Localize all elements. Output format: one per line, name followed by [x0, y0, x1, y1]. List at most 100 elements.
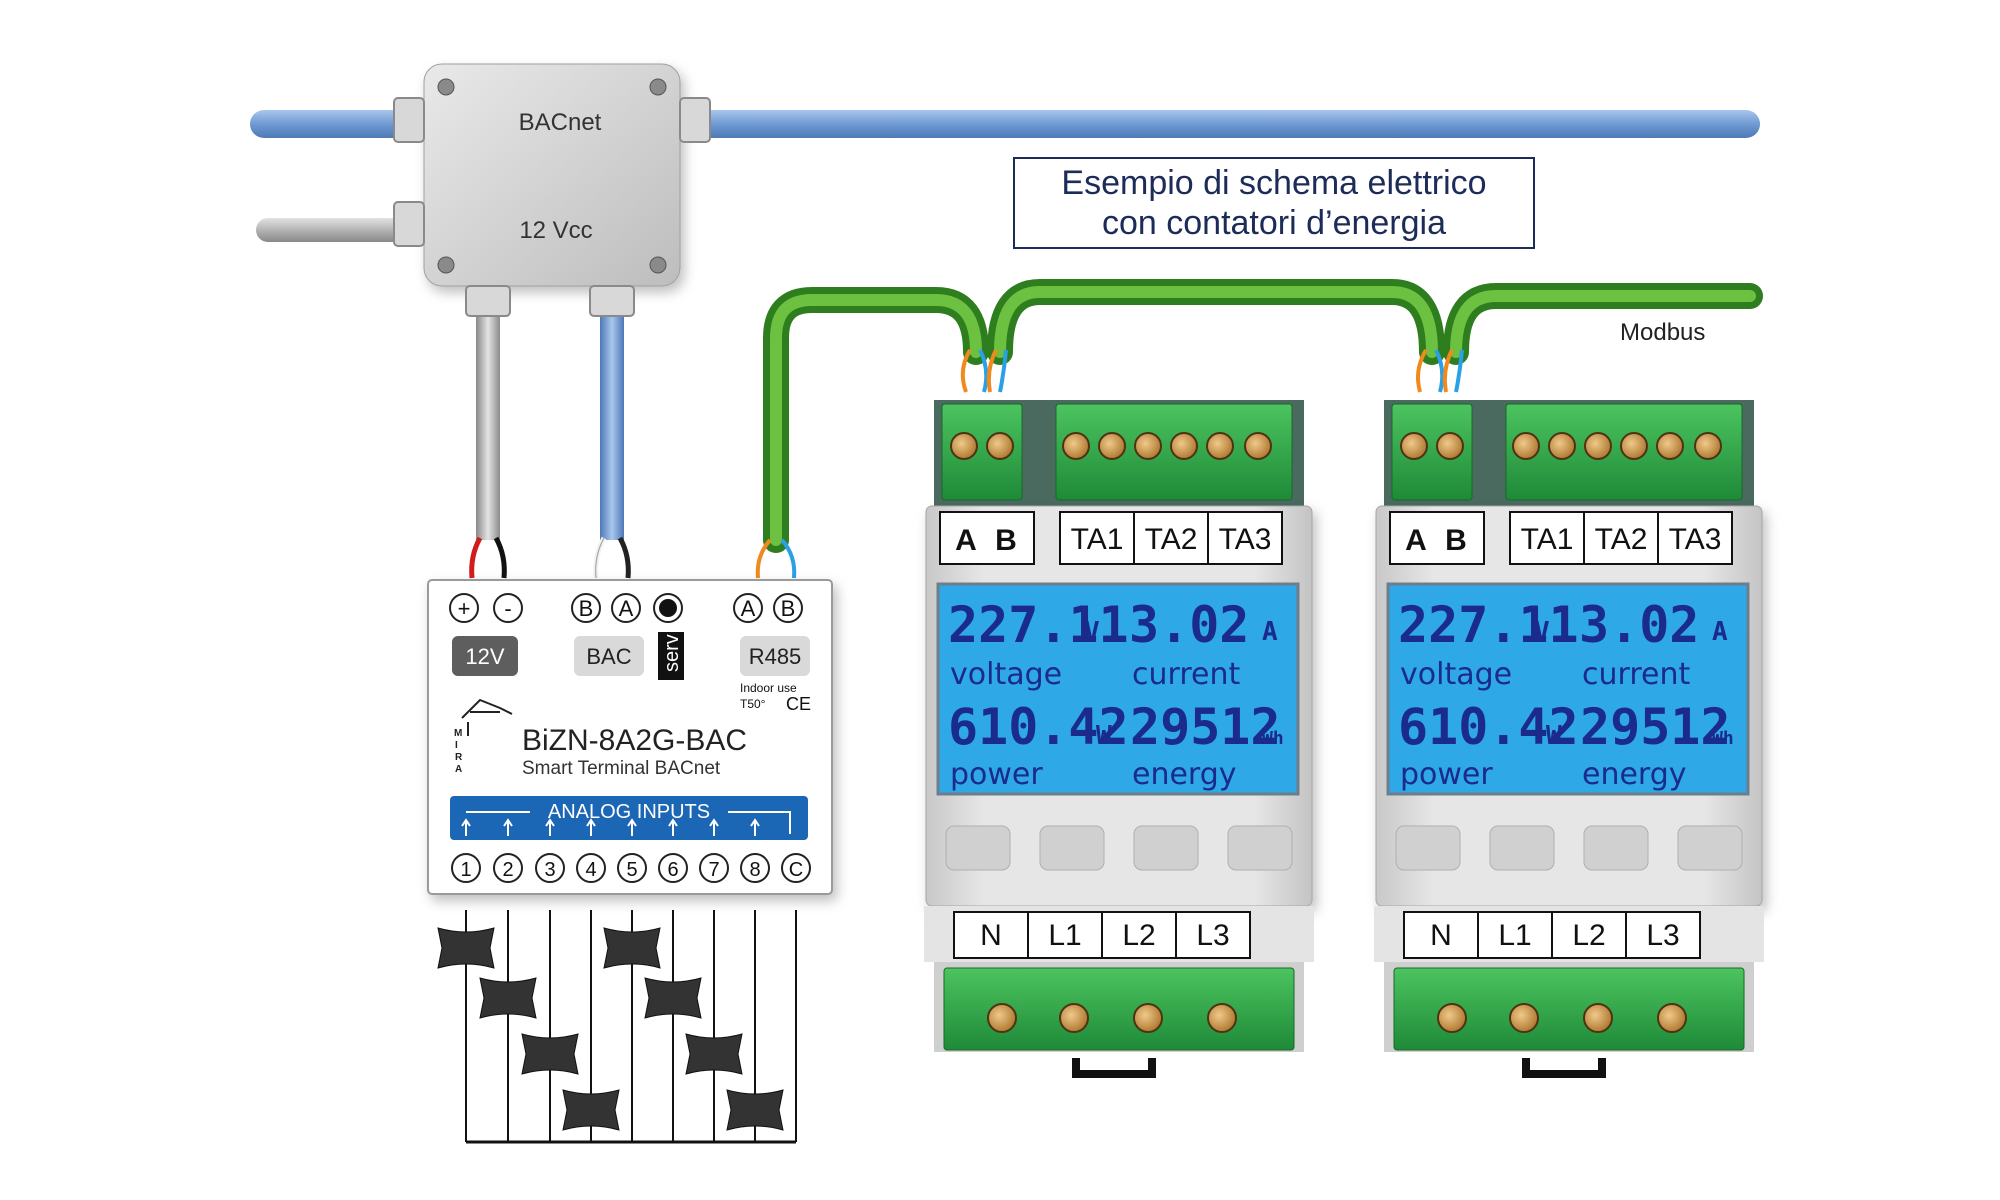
temperature-text: T50° [740, 697, 766, 711]
meter-button-1[interactable] [945, 825, 1011, 871]
controller-terminal [493, 593, 523, 623]
meter-ct-label-box [1583, 511, 1659, 565]
input-terminal [535, 853, 565, 883]
meter-terminal-label: B [1445, 524, 1467, 557]
controller-terminal [733, 593, 763, 623]
terminal-screw-icon [1583, 1003, 1613, 1033]
meter-phase-label: L2 [1572, 919, 1605, 952]
controller-model: BiZN-8A2G-BAC [522, 724, 747, 757]
meter-phase-label-box [1477, 911, 1553, 959]
input-terminal [740, 853, 770, 883]
input-arrow-icon [503, 818, 513, 836]
input-terminal-number: 8 [749, 859, 760, 881]
terminal-screw-icon [1437, 1003, 1467, 1033]
voltage-unit: V [1084, 617, 1100, 647]
logo-letter-r: R [455, 752, 463, 763]
sensor-probe [437, 927, 495, 969]
meter-button-3[interactable] [1583, 825, 1649, 871]
sensor-probe [685, 1033, 743, 1075]
badge-serv [658, 632, 684, 680]
meter-button-4[interactable] [1227, 825, 1293, 871]
input-terminal-number: 3 [544, 859, 555, 881]
meter-lcd [936, 582, 1300, 796]
input-terminal [658, 853, 688, 883]
current-value: 3.02 [1579, 596, 1699, 654]
power-label: power [950, 757, 1043, 792]
voltage-unit: V [1534, 617, 1550, 647]
energy-unit: Wh [1262, 728, 1284, 749]
terminal-screw-icon [1059, 1003, 1089, 1033]
controller-terminal [611, 593, 641, 623]
meter-terminal-label: TA1 [1071, 523, 1124, 556]
logo-letter-i: I [455, 740, 458, 751]
current-label: current [1132, 657, 1240, 692]
sensor-probe [521, 1033, 579, 1075]
badge-12v [452, 636, 518, 676]
title-line-2: con contatori d’energia [1102, 204, 1446, 242]
meter-button-3[interactable] [1133, 825, 1199, 871]
badge-12v-label: 12V [465, 644, 504, 669]
controller-terminal-label: A [741, 596, 756, 621]
meter-terminal-label: A [1405, 524, 1427, 557]
meter-button-2[interactable] [1039, 825, 1105, 871]
controller-subtitle: Smart Terminal BACnet [522, 758, 721, 779]
title-line-1: Esempio di schema elettrico [1061, 164, 1486, 202]
meter-phase-label: L2 [1122, 919, 1155, 952]
meter-button-1[interactable] [1395, 825, 1461, 871]
power-label: power [1400, 757, 1493, 792]
current-unit: A [1712, 617, 1728, 647]
voltage-label: voltage [950, 657, 1062, 692]
service-button-icon[interactable] [659, 599, 677, 617]
meter-label-ab [939, 511, 1035, 565]
meter-button-2[interactable] [1489, 825, 1555, 871]
meter-line-terminal [943, 967, 1295, 1051]
logo-letter-a: A [455, 764, 462, 775]
analog-inputs-label: ANALOG INPUTS [548, 801, 710, 823]
terminal-screw-icon [987, 1003, 1017, 1033]
terminal-screw-icon [1062, 432, 1090, 460]
input-arrow-icon [545, 818, 555, 836]
meter-terminal-label: TA2 [1595, 523, 1648, 556]
meter-ct-label-box [1207, 511, 1283, 565]
power-unit: W [1096, 721, 1112, 751]
input-arrow-icon [750, 818, 760, 836]
input-terminal-number: 6 [667, 859, 678, 881]
terminal-screw-icon [1134, 432, 1162, 460]
modbus-wire-ends [755, 348, 1464, 579]
input-terminal [699, 853, 729, 883]
input-terminal-number: C [789, 859, 803, 881]
meter-ct-label-box [1509, 511, 1585, 565]
input-arrow-icon [709, 818, 719, 836]
input-arrow-icon [461, 818, 471, 836]
input-terminal-number: 2 [502, 859, 513, 881]
terminal-screw-icon [1170, 432, 1198, 460]
meter-bus-terminal [941, 403, 1023, 501]
terminal-screw-icon [1207, 1003, 1237, 1033]
badge-serv-label: serv [661, 634, 683, 672]
box-label-12vcc: 12 Vcc [519, 217, 592, 244]
terminal-screw-icon [1584, 432, 1612, 460]
badge-bac [574, 636, 644, 676]
badge-bac-label: BAC [586, 644, 631, 669]
logo-letter-m: M [454, 728, 462, 739]
terminal-screw-icon [1657, 1003, 1687, 1033]
drop-cable-bacnet [593, 300, 631, 579]
controller-terminal-label: B [579, 596, 594, 621]
din-rail-clip [1072, 1058, 1156, 1078]
energy-value: 29512 [1580, 698, 1731, 756]
meter-phase-label: L3 [1196, 919, 1229, 952]
terminal-screw-icon [1512, 432, 1540, 460]
meter-phase-label-box [1625, 911, 1701, 959]
meter-button-4[interactable] [1677, 825, 1743, 871]
sensor-probe [644, 977, 702, 1019]
terminal-screw-icon [1400, 432, 1428, 460]
controller-terminal [773, 593, 803, 623]
drop-cable-power [469, 300, 507, 579]
input-arrow-icon [668, 818, 678, 836]
ce-mark: CE [786, 694, 811, 714]
terminal-screw-icon [1098, 432, 1126, 460]
sensor-probe [726, 1089, 784, 1131]
